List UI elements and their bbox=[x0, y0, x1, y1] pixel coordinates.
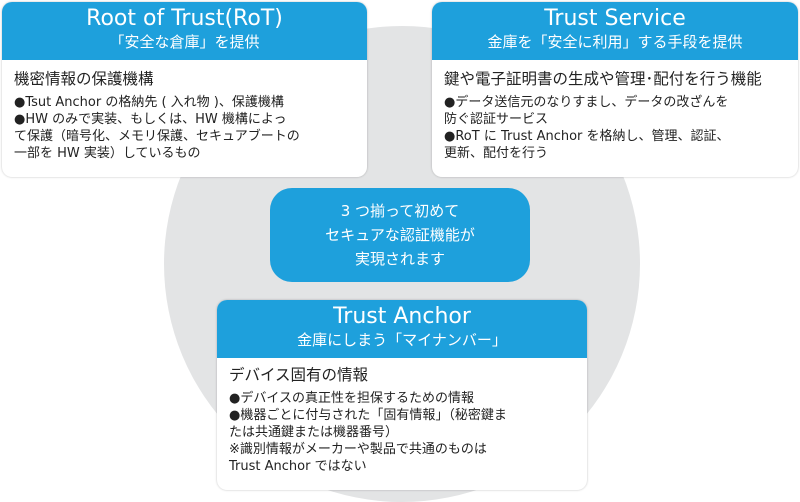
description-line: たは共通鍵または機器番号） bbox=[229, 425, 399, 440]
trust-service-box: Trust Service 金庫を「安全に利用」する手段を提供 鍵や電子証明書の… bbox=[432, 2, 798, 177]
description-line: て保護（暗号化、メモリ保護、セキュアブートの bbox=[14, 129, 300, 144]
description-line: 更新、配付を行う bbox=[444, 146, 549, 161]
trust-anchor-title: Trust Anchor bbox=[333, 304, 471, 329]
trust-service-header: Trust Service 金庫を「安全に利用」する手段を提供 bbox=[432, 2, 798, 60]
trust-service-heading: 鍵や電子証明書の生成や管理･配付を行う機能 bbox=[444, 70, 762, 88]
center-line: 3 つ揃って初めて bbox=[340, 202, 460, 220]
center-line: 実現されます bbox=[354, 250, 445, 268]
description-line: ●デバイスの真正性を担保するための情報 bbox=[229, 391, 474, 406]
description-line: ●HW のみで実装、もしくは、HW 機構によっ bbox=[14, 112, 287, 127]
trust-anchor-header: Trust Anchor 金庫にしまう「マイナンバー」 bbox=[217, 300, 587, 358]
description-line: ●RoT に Trust Anchor を格納し、管理、認証、 bbox=[444, 129, 730, 144]
trust-service-subtitle: 金庫を「安全に利用」する手段を提供 bbox=[487, 33, 743, 51]
description-line: ●データ送信元のなりすまし、データの改ざんを bbox=[444, 95, 729, 110]
description-line: Trust Anchor ではない bbox=[229, 459, 367, 474]
root-of-trust-heading: 機密情報の保護機構 bbox=[14, 70, 154, 88]
root-of-trust-subtitle: 「安全な倉庫」を提供 bbox=[109, 33, 260, 51]
description-line: ●Tsut Anchor の格納先 ( 入れ物 )、保護機構 bbox=[14, 95, 284, 110]
trust-anchor-box: Trust Anchor 金庫にしまう「マイナンバー」 デバイス固有の情報 ●デ… bbox=[217, 300, 587, 490]
description-line: 一部を HW 実装）しているもの bbox=[14, 146, 201, 161]
description-line: ※識別情報がメーカーや製品で共通のものは bbox=[229, 442, 487, 457]
description-line: 防ぐ認証サービス bbox=[444, 112, 549, 127]
trust-anchor-heading: デバイス固有の情報 bbox=[229, 366, 369, 384]
root-of-trust-box: Root of Trust(RoT) 「安全な倉庫」を提供 機密情報の保護機構 … bbox=[2, 2, 367, 177]
center-line: セキュアな認証機能が bbox=[325, 226, 475, 244]
description-line: ●機器ごとに付与された「固有情報」（秘密鍵ま bbox=[229, 408, 507, 423]
center-message: 3 つ揃って初めて セキュアな認証機能が 実現されます bbox=[270, 188, 530, 282]
trust-anchor-subtitle: 金庫にしまう「マイナンバー」 bbox=[297, 331, 507, 349]
trust-service-title: Trust Service bbox=[544, 6, 686, 31]
root-of-trust-title: Root of Trust(RoT) bbox=[86, 6, 283, 31]
root-of-trust-header: Root of Trust(RoT) 「安全な倉庫」を提供 bbox=[2, 2, 367, 60]
